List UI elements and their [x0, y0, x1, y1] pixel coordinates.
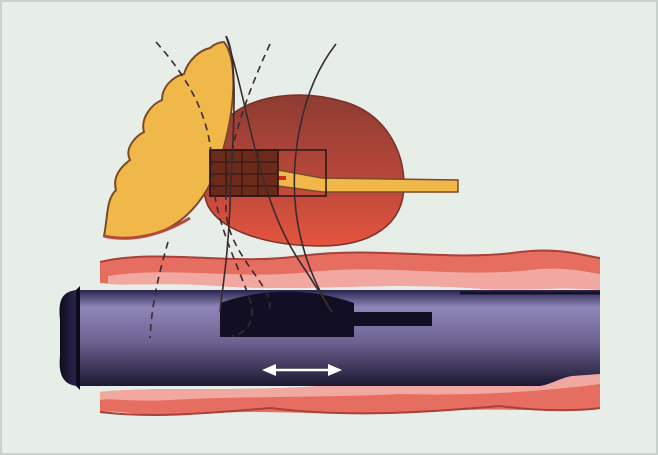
probe-tip [60, 290, 76, 386]
transducer-cable [352, 312, 432, 326]
intestinal-wall-upper [100, 251, 600, 290]
